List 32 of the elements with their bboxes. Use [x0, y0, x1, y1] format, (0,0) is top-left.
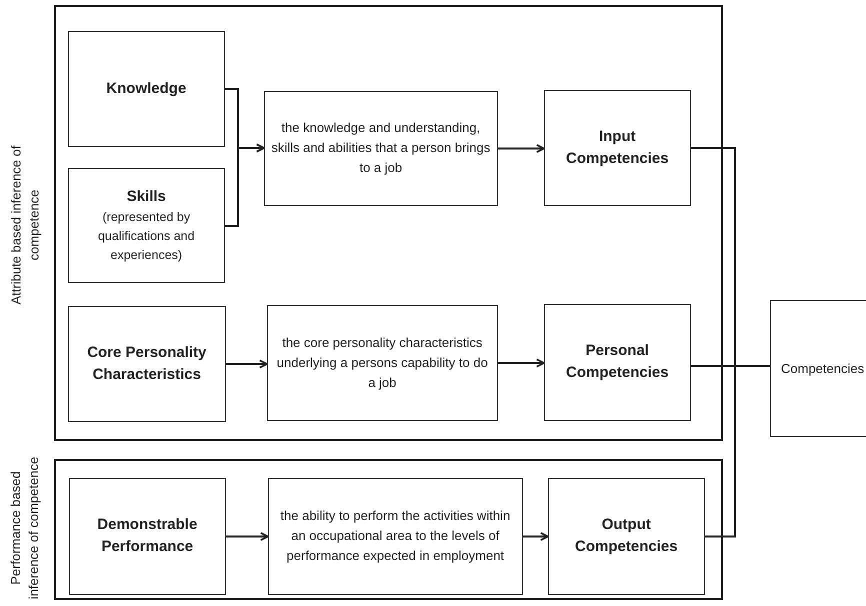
group-heading: Attribute based inference of competence	[7, 144, 42, 306]
description-text: the knowledge and understanding, skills and abilities that a person brings to a job	[270, 119, 491, 178]
concept-box	[68, 168, 225, 283]
concept-label: Knowledge	[106, 78, 186, 99]
concept-box	[68, 30, 225, 147]
description-box	[264, 90, 498, 206]
concept-box	[68, 306, 226, 422]
concept-label: Core Personality Characteristics	[86, 342, 208, 385]
concept-box	[544, 304, 691, 421]
description-box	[266, 304, 498, 421]
result-label: Competencies	[781, 360, 864, 378]
concept-label: Skills	[126, 186, 166, 207]
arrow	[523, 532, 549, 541]
concept-label: Demonstrable Performance	[96, 515, 198, 558]
arrow	[225, 144, 265, 227]
concept-box	[548, 478, 705, 595]
description-box	[268, 478, 523, 595]
description-text: the core personality characteristics underlying a persons capability to do a job	[276, 334, 489, 392]
concept-label: Input Competencies	[565, 126, 670, 169]
bracket-box	[770, 300, 866, 437]
description-text: the ability to perform the activities within an occupational area to the levels of performance expected in employment	[279, 507, 512, 566]
arrow	[498, 144, 545, 153]
arrow	[226, 532, 269, 541]
arrow	[226, 360, 268, 368]
concept-box	[68, 478, 226, 595]
connector-line	[705, 365, 770, 538]
arrow	[498, 358, 545, 368]
concept-box	[544, 90, 691, 206]
group-heading: Performance based inference of competence	[7, 456, 42, 602]
concept-label: Personal Competencies	[565, 341, 670, 384]
concept-label: Output Competencies	[574, 515, 679, 558]
concept-note: (represented by qualifications and experiences)	[96, 208, 196, 264]
